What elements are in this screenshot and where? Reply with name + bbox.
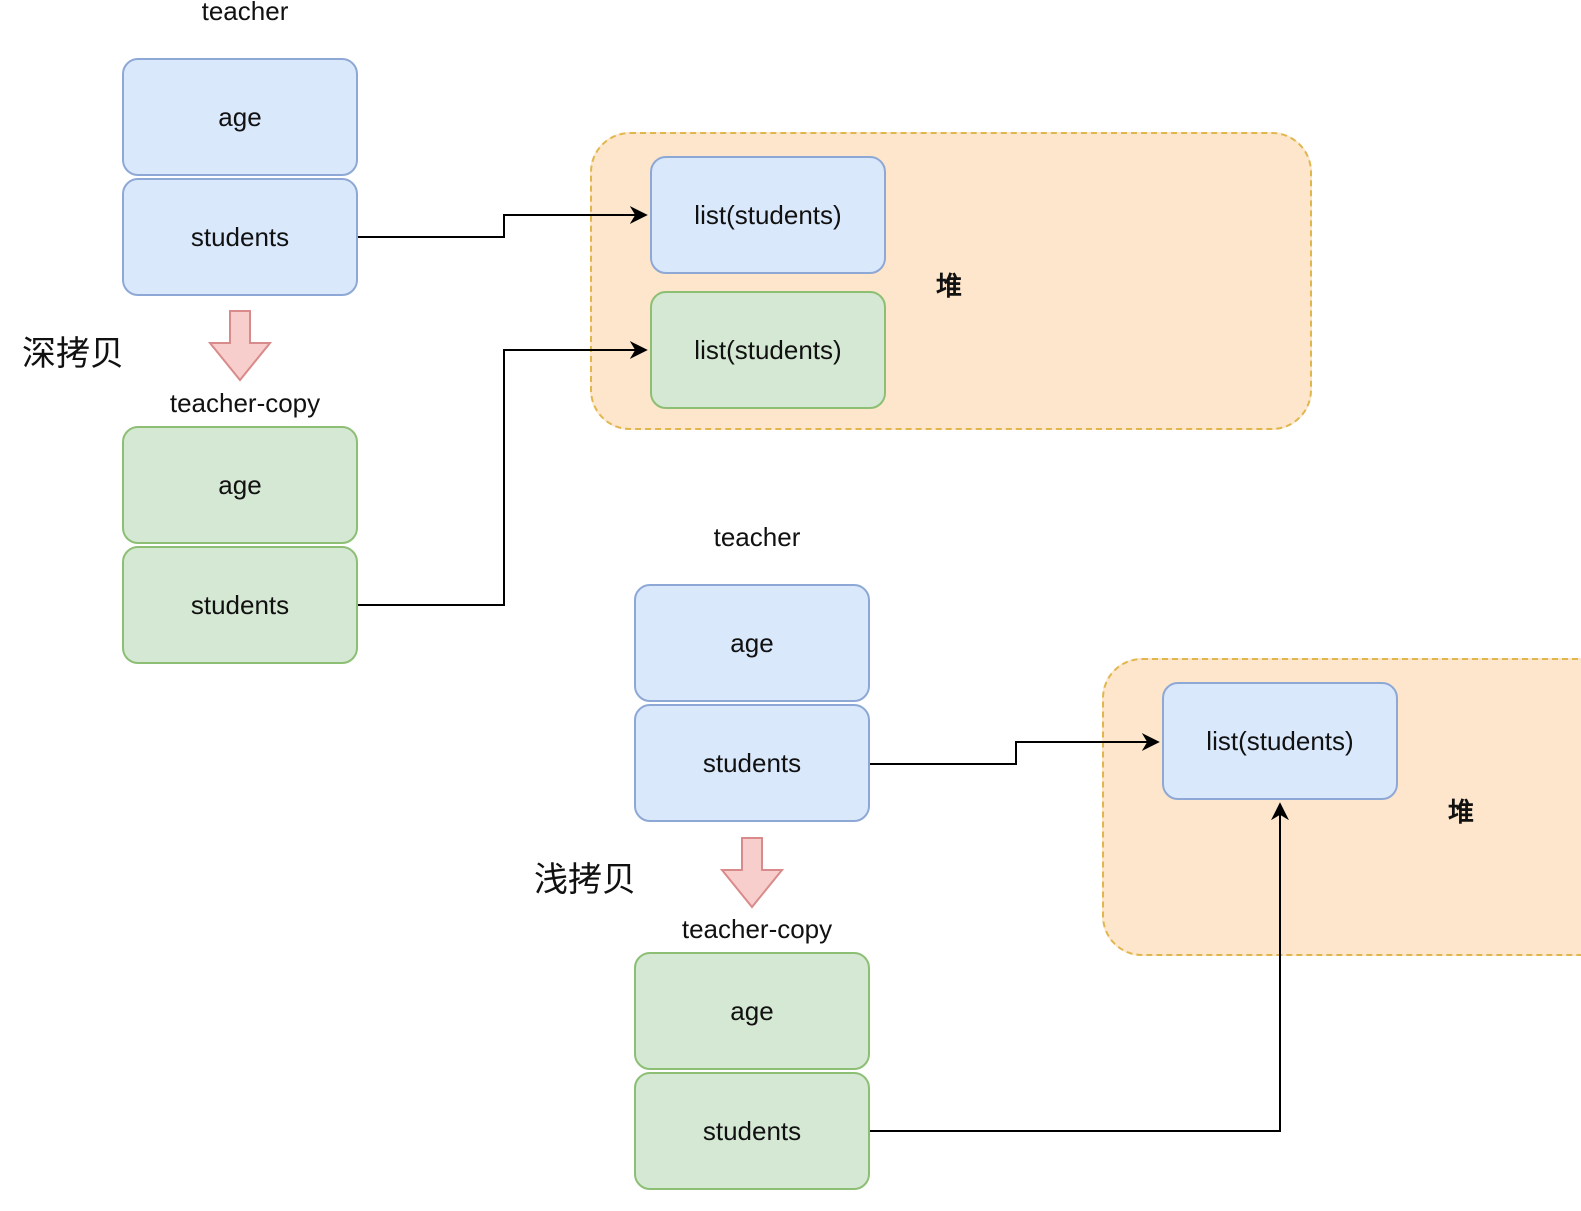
deep-heap-list-original[interactable]: list(students) <box>650 156 886 274</box>
shallow-copy-down-arrow <box>719 837 785 909</box>
deep-teacher-label: teacher <box>201 0 289 26</box>
shallow-teacher-label: teacher <box>713 522 801 552</box>
shallow-copy-title: 浅拷贝 <box>534 860 636 900</box>
deep-heap-label: 堆 <box>936 272 963 302</box>
deep-heap-list-copy[interactable]: list(students) <box>650 291 886 409</box>
deep-copy-label: teacher-copy <box>169 388 321 418</box>
shallow-heap-label: 堆 <box>1448 798 1475 828</box>
deep-copy-down-arrow <box>207 310 273 382</box>
shallow-copy-label: teacher-copy <box>681 914 833 944</box>
deep-copy-age-field[interactable]: age <box>122 426 358 544</box>
shallow-teacher-age-field[interactable]: age <box>634 584 870 702</box>
deep-teacher-age-field[interactable]: age <box>122 58 358 176</box>
deep-teacher-students-field[interactable]: students <box>122 178 358 296</box>
shallow-heap-list[interactable]: list(students) <box>1162 682 1398 800</box>
shallow-copy-students-field[interactable]: students <box>634 1072 870 1190</box>
deep-copy-title: 深拷贝 <box>22 334 124 374</box>
shallow-teacher-students-field[interactable]: students <box>634 704 870 822</box>
deep-copy-students-field[interactable]: students <box>122 546 358 664</box>
shallow-copy-age-field[interactable]: age <box>634 952 870 1070</box>
